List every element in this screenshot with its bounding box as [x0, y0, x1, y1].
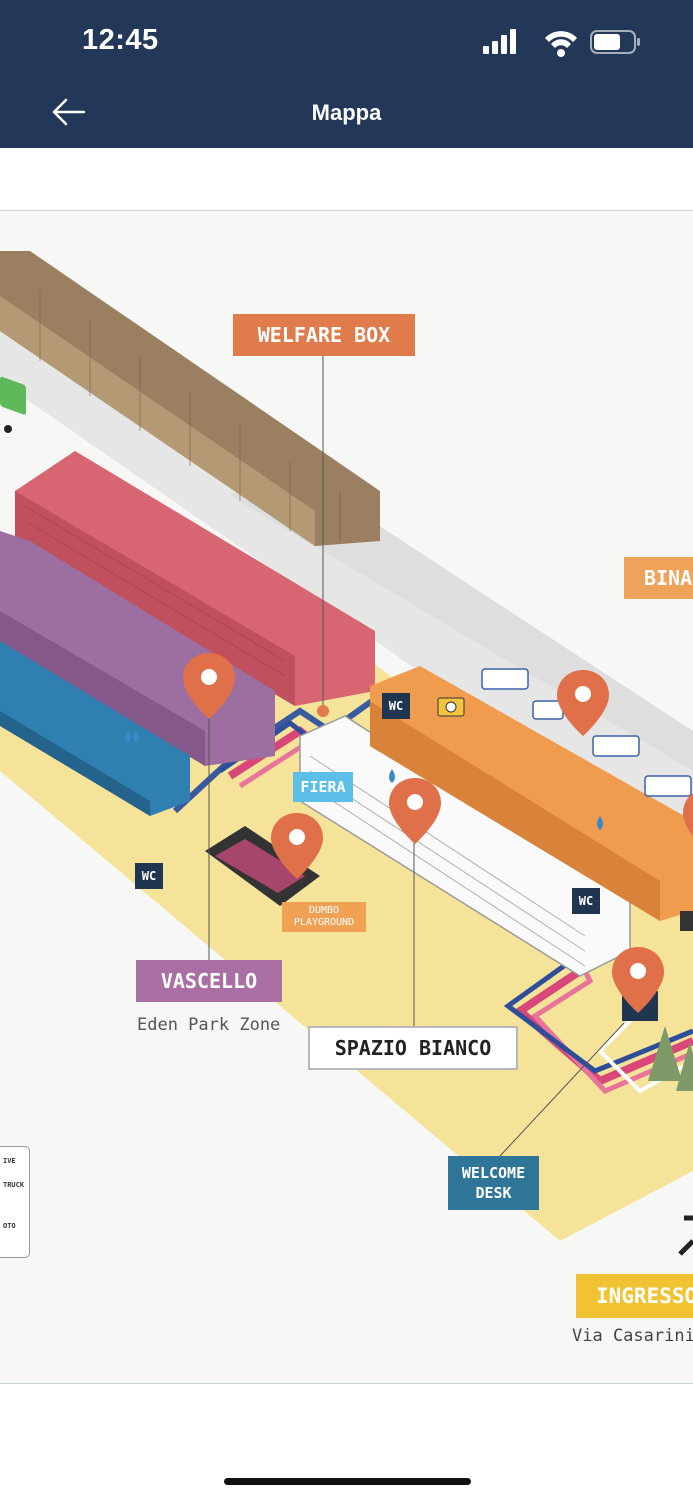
camera-icon — [437, 697, 465, 717]
status-icons — [483, 29, 640, 57]
ingresso-address: Via Casarini — [572, 1326, 693, 1346]
map-pin-icon — [183, 653, 235, 719]
wc-badge: WC — [135, 863, 163, 889]
legend-item: TRUCK — [3, 1181, 25, 1189]
spazio-bianco-label: SPAZIO BIANCO — [308, 1026, 518, 1070]
fiera-label: FIERA — [293, 772, 353, 802]
map-pin-vascello[interactable] — [180, 651, 238, 721]
status-time: 12:45 — [82, 24, 159, 56]
map-pin-icon — [389, 778, 441, 844]
food-truck-illustrations — [481, 668, 692, 797]
page-title: Mappa — [311, 100, 382, 125]
vascello-subtitle: Eden Park Zone — [137, 1015, 281, 1035]
map-pin-welcome-desk[interactable] — [609, 945, 667, 1015]
map-pin-icon — [557, 670, 609, 736]
map-image[interactable]: WELFARE BOX BINA FIERA DUMBO PLAYGROUND … — [0, 210, 693, 1384]
map-pin-dumbo-playground[interactable] — [268, 811, 326, 881]
van-illustration — [0, 376, 26, 433]
battery-icon — [590, 30, 640, 54]
dumbo-playground-label: DUMBO PLAYGROUND — [282, 902, 366, 932]
wifi-icon — [545, 31, 577, 57]
cellular-signal-icon — [483, 29, 516, 54]
vascello-label: VASCELLO — [136, 960, 282, 1002]
bina-label: BINA — [624, 557, 693, 599]
home-indicator[interactable] — [224, 1478, 471, 1485]
wc-badge: WC — [572, 888, 600, 914]
water-drop-icons — [125, 731, 603, 830]
back-button[interactable] — [44, 92, 92, 132]
app-header: 12:45 Mappa — [0, 0, 693, 148]
wc-badge: WC — [382, 693, 410, 719]
legend-item: OTO — [3, 1222, 16, 1230]
welfare-box-label: WELFARE BOX — [233, 314, 415, 356]
map-pin-icon — [683, 793, 693, 837]
map-pin-icon — [271, 813, 323, 879]
entrance-arrow-icon — [678, 1215, 693, 1256]
map-pin-food-trucks[interactable] — [554, 668, 612, 738]
map-area: WELFARE BOX BINA FIERA DUMBO PLAYGROUND … — [0, 148, 693, 1438]
map-pin-icon — [612, 947, 664, 1013]
legend-item: IVE — [3, 1157, 16, 1165]
ingresso-label: INGRESSO — [576, 1274, 693, 1318]
tree-illustrations — [648, 1026, 693, 1091]
map-pin-bina[interactable] — [680, 786, 693, 856]
map-legend: IVE TRUCK OTO — [0, 1146, 30, 1258]
map-pin-spazio-bianco[interactable] — [386, 776, 444, 846]
welcome-desk-label: WELCOME DESK — [448, 1156, 539, 1210]
arrow-left-icon — [52, 98, 86, 126]
